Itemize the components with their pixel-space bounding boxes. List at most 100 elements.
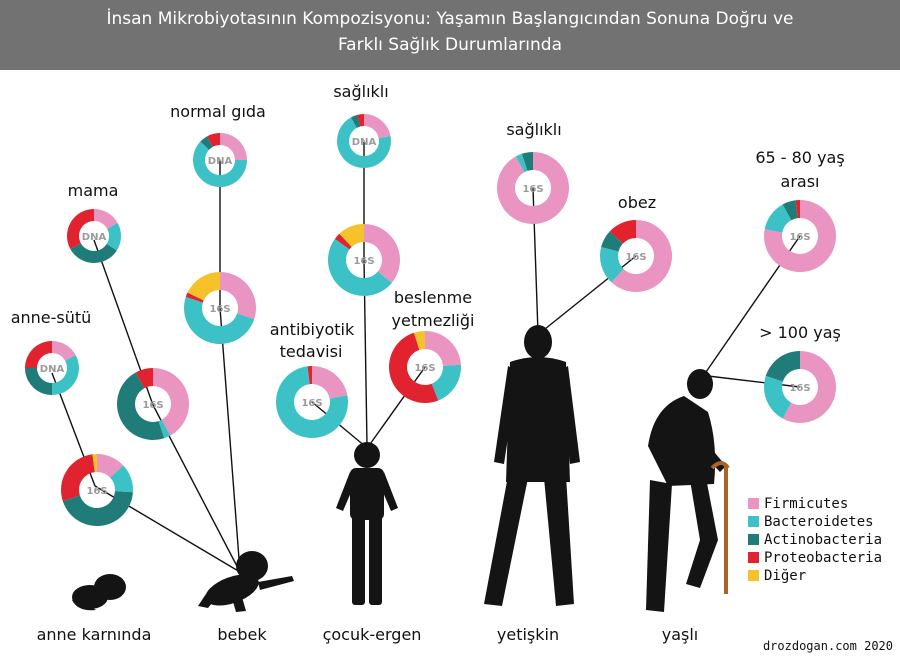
label-beslenme-1: beslenme bbox=[394, 288, 472, 307]
donut-mama-dna: DNA bbox=[66, 209, 121, 263]
donut-center-label: DNA bbox=[82, 232, 107, 243]
donut-segment-proteobacteria bbox=[307, 366, 312, 385]
donut-center-label: 16S bbox=[86, 486, 107, 497]
donut-segment-bacteroidetes bbox=[764, 375, 792, 419]
donut-obez-16s: 16S bbox=[600, 219, 673, 293]
donut-center-label: 16S bbox=[789, 232, 810, 243]
donut-center-label: 16S bbox=[789, 383, 810, 394]
legend-label-proteobacteria: Proteobacteria bbox=[764, 550, 882, 566]
donut-yas-100-16s: 16S bbox=[764, 351, 837, 423]
donut-segment-diger bbox=[413, 331, 425, 350]
donut-segment-firmicutes bbox=[364, 224, 400, 283]
donut-segment-bacteroidetes bbox=[764, 204, 792, 233]
donut-segment-bacteroidetes bbox=[337, 117, 391, 168]
donut-segment-diger bbox=[92, 454, 97, 473]
donut-segment-actinobacteria bbox=[200, 136, 213, 150]
title-banner: İnsan Mikrobiyotasının Kompozisyonu: Yaş… bbox=[0, 0, 900, 70]
donut-center-label: DNA bbox=[208, 156, 233, 167]
donut-segment-bacteroidetes bbox=[158, 419, 171, 439]
label-mama: mama bbox=[68, 181, 119, 200]
donut-center-label: DNA bbox=[40, 364, 65, 375]
label-antibiyotik-2: tedavisi bbox=[280, 342, 343, 361]
donut-segment-proteobacteria bbox=[388, 332, 439, 404]
legend: Firmicutes Bacteroidetes Actinobacteria … bbox=[748, 496, 882, 584]
connector-baby-16s bbox=[219, 307, 241, 573]
silhouette-fetus-icon bbox=[72, 574, 126, 611]
donut-segment-proteobacteria bbox=[60, 454, 95, 502]
legend-label-firmicutes: Firmicutes bbox=[764, 496, 848, 512]
donut-segment-firmicutes bbox=[364, 114, 391, 139]
donut-segment-proteobacteria bbox=[609, 220, 636, 244]
donut-segment-actinobacteria bbox=[601, 231, 623, 252]
legend-label-diger: Diğer bbox=[764, 568, 806, 584]
stage-adult: yetişkin bbox=[497, 625, 559, 644]
donut-segment-diger bbox=[187, 272, 220, 301]
silhouette-child-icon bbox=[336, 442, 398, 605]
stage-elder: yaşlı bbox=[662, 625, 699, 644]
silhouette-adult-icon bbox=[484, 325, 580, 606]
title-line-1: İnsan Mikrobiyotasının Kompozisyonu: Yaş… bbox=[106, 9, 794, 29]
label-obez: obez bbox=[618, 193, 656, 212]
donut-mama-16s: 16S bbox=[117, 368, 189, 441]
legend-swatch-diger bbox=[748, 570, 759, 581]
donut-segment-actinobacteria bbox=[25, 368, 52, 395]
donut-center-label: DNA bbox=[352, 137, 377, 148]
donut-segment-bacteroidetes bbox=[184, 296, 255, 344]
donut-segment-firmicutes bbox=[496, 152, 569, 225]
donut-segment-bacteroidetes bbox=[515, 153, 528, 173]
donut-segment-proteobacteria bbox=[25, 341, 52, 368]
donut-segment-actinobacteria bbox=[782, 200, 798, 221]
donut-segment-actinobacteria bbox=[350, 114, 361, 128]
donut-saglikli-cocuk-dna: DNA bbox=[337, 114, 391, 168]
donut-saglikli-cocuk-16s: 16S bbox=[328, 224, 400, 296]
donut-center-label: 16S bbox=[522, 184, 543, 195]
donut-saglikli-yetiskin-16s: 16S bbox=[496, 152, 569, 225]
label-65-80-yas: 65 - 80 yaş bbox=[755, 148, 844, 167]
donut-segment-firmicutes bbox=[611, 219, 673, 293]
cane-icon bbox=[724, 466, 728, 594]
donut-segment-proteobacteria bbox=[206, 133, 220, 147]
donut-segment-firmicutes bbox=[312, 366, 348, 399]
stage-child: çocuk-ergen bbox=[323, 625, 422, 644]
donut-center-label: 16S bbox=[142, 400, 163, 411]
label-anne-sutu: anne-sütü bbox=[11, 308, 92, 327]
label-65-80-arasi: arası bbox=[781, 172, 820, 191]
donut-segment-bacteroidetes bbox=[110, 465, 133, 493]
donut-segment-bacteroidetes bbox=[193, 141, 247, 187]
donut-segment-bacteroidetes bbox=[52, 354, 80, 395]
donut-segment-firmicutes bbox=[220, 272, 257, 320]
donut-segment-bacteroidetes bbox=[106, 222, 121, 251]
donut-segment-bacteroidetes bbox=[328, 238, 392, 296]
cane-handle-icon bbox=[710, 461, 730, 470]
donut-segment-diger bbox=[339, 224, 364, 247]
stage-womb: anne karnında bbox=[37, 625, 152, 644]
donut-center-label: 16S bbox=[301, 398, 322, 409]
donut-normal-gida-dna: DNA bbox=[193, 133, 247, 187]
label-saglikli-cocuk: sağlıklı bbox=[333, 82, 388, 101]
label-saglikli-yetiskin: sağlıklı bbox=[506, 120, 561, 139]
donut-bebek-16s: 16S bbox=[184, 272, 257, 344]
title-line-2: Farklı Sağlık Durumlarında bbox=[337, 35, 563, 55]
donut-center-label: 16S bbox=[625, 252, 646, 263]
credit-text: drozdogan.com 2020 bbox=[763, 639, 893, 653]
legend-swatch-firmicutes bbox=[748, 498, 759, 509]
legend-swatch-proteobacteria bbox=[748, 552, 759, 563]
donut-segment-bacteroidetes bbox=[600, 247, 624, 283]
legend-label-bacteroidetes: Bacteroidetes bbox=[764, 514, 874, 530]
label-beslenme-2: yetmezliği bbox=[392, 311, 475, 330]
donut-segment-firmicutes bbox=[763, 200, 836, 272]
donut-anne-sutu-dna: DNA bbox=[25, 341, 80, 395]
donut-center-label: 16S bbox=[209, 304, 230, 315]
donut-segment-proteobacteria bbox=[795, 200, 800, 219]
donut-yas-65-80-16s: 16S bbox=[763, 200, 836, 272]
donut-segment-firmicutes bbox=[52, 341, 76, 361]
silhouette-baby-icon bbox=[198, 551, 294, 612]
label-normal-gida: normal gıda bbox=[170, 102, 266, 121]
connector-beslenme bbox=[367, 366, 426, 448]
donut-segment-firmicutes bbox=[97, 454, 124, 478]
donut-segment-actinobacteria bbox=[521, 152, 533, 171]
legend-swatch-bacteroidetes bbox=[748, 516, 759, 527]
legend-label-actinobacteria: Actinobacteria bbox=[764, 532, 882, 548]
donut-antibiyotik-16s: 16S bbox=[275, 366, 348, 439]
label-100-yas: > 100 yaş bbox=[759, 323, 841, 342]
